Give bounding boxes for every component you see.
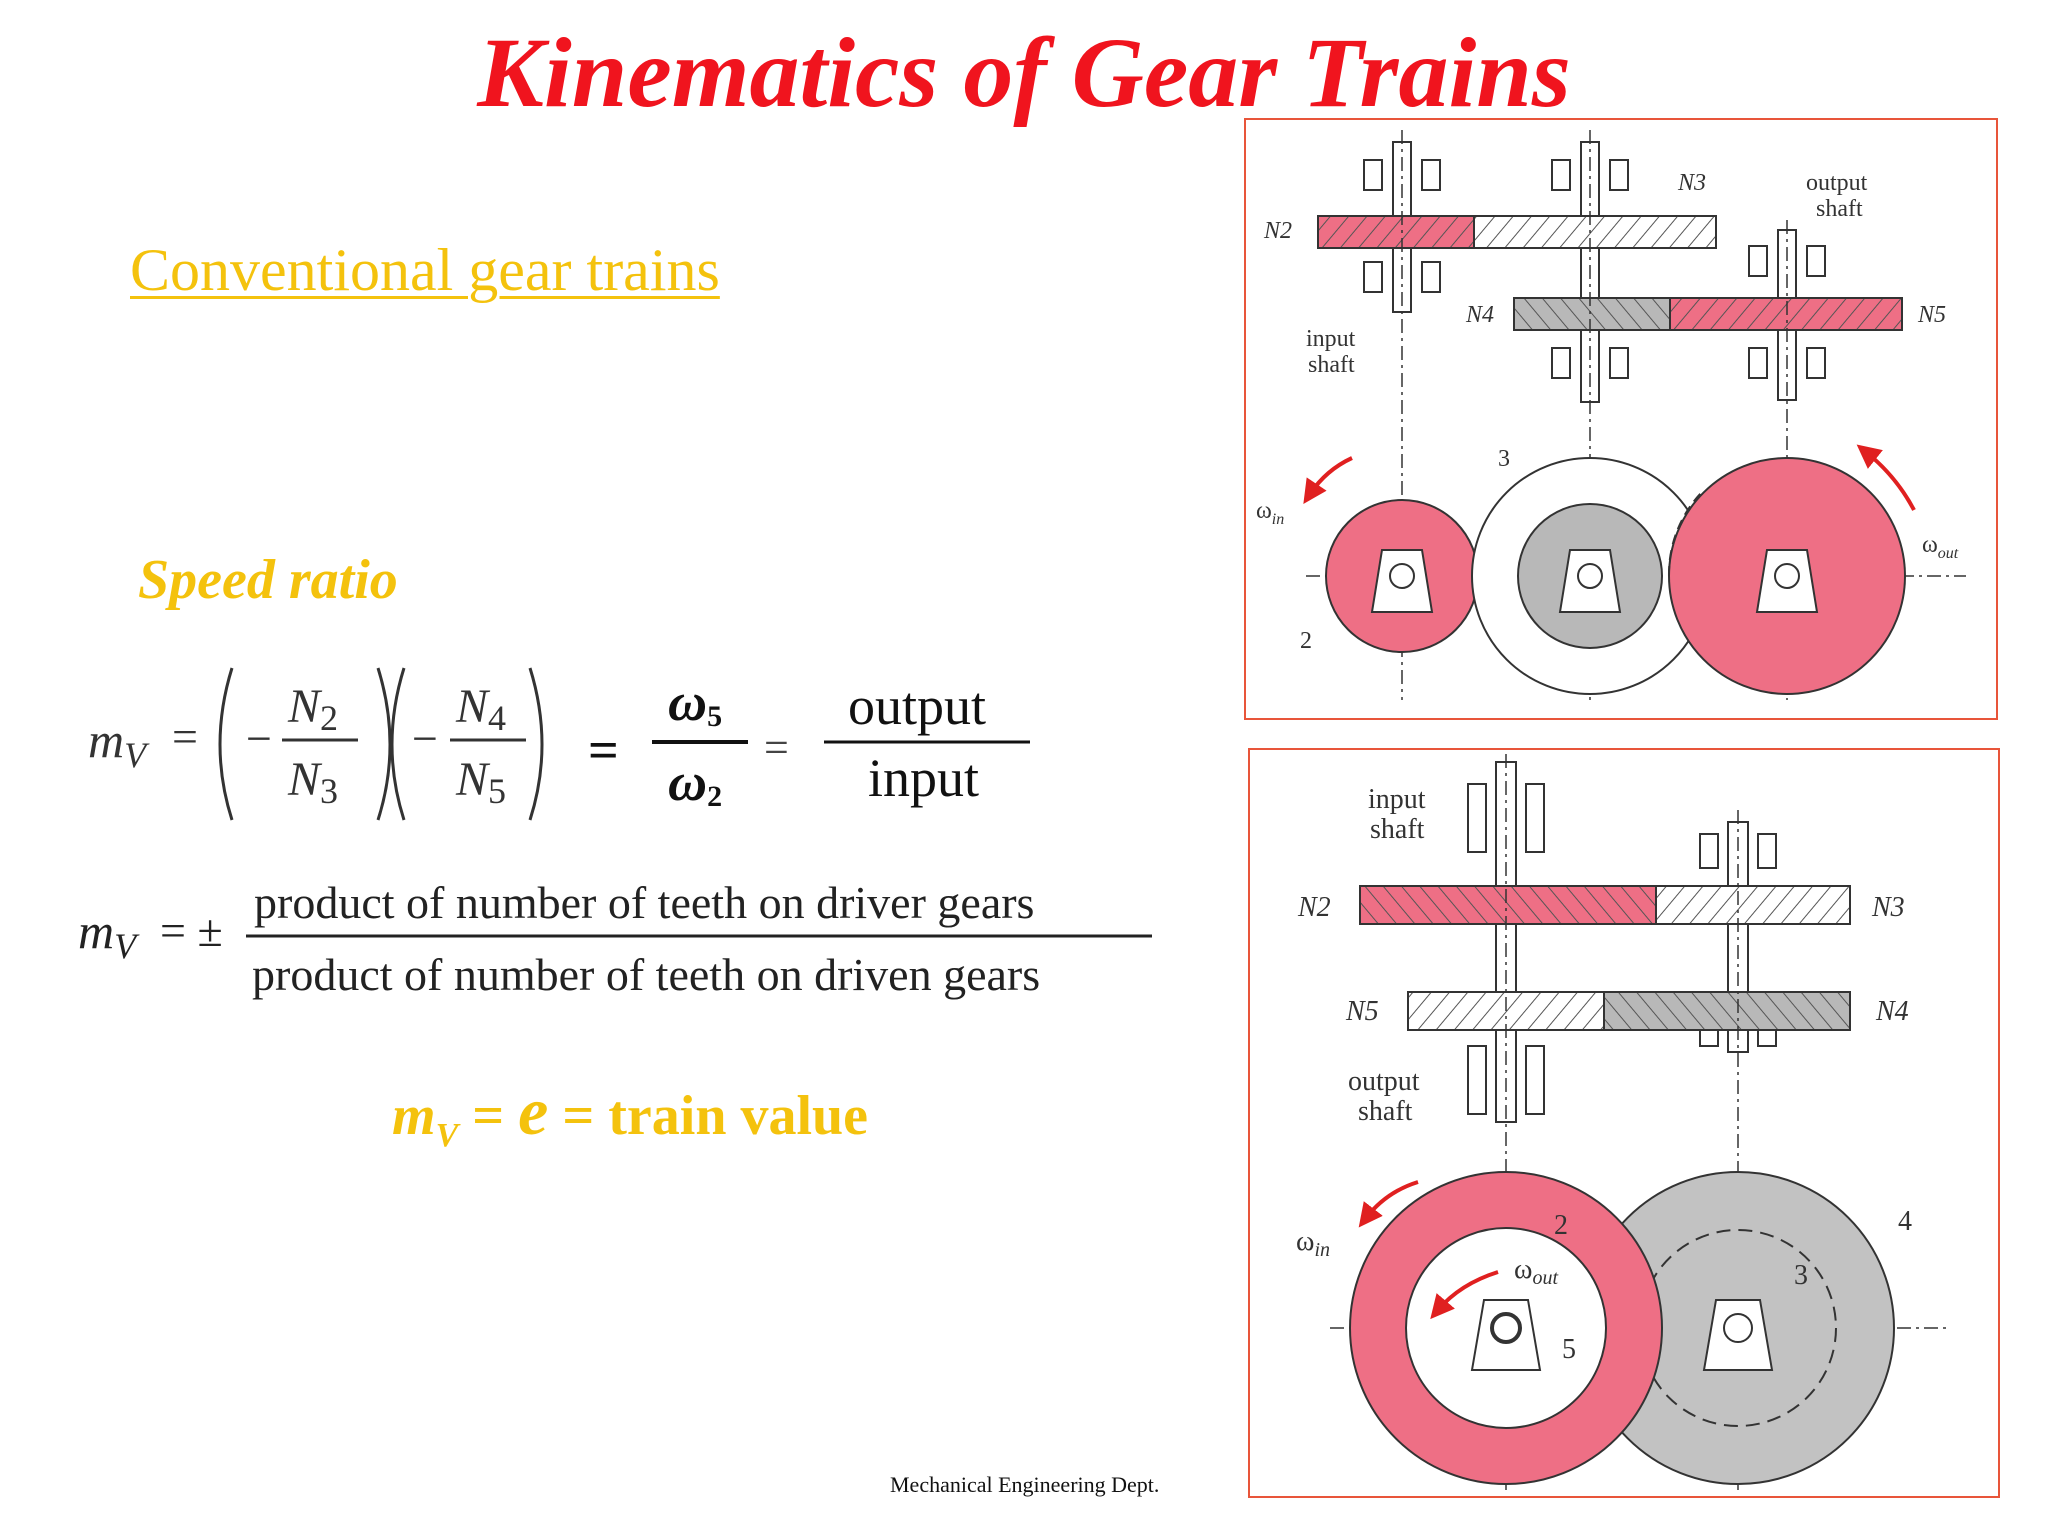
eq1-n2-sub: 2	[320, 698, 338, 738]
svg-text:N4: N4	[455, 680, 506, 738]
eq1-equals-bold: =	[588, 720, 619, 780]
eq1-n3: N	[287, 753, 323, 806]
speed-ratio-heading: Speed ratio	[138, 549, 398, 611]
top-label-omega-out: ω	[1922, 532, 1938, 558]
svg-text:mV: mV	[88, 712, 150, 775]
general-speed-ratio-equation: mV = ± product of number of teeth on dri…	[78, 877, 1152, 1000]
eq2-numerator: product of number of teeth on driver gea…	[254, 877, 1034, 928]
gear-train-figure-top: N2 N3 N4 N5 output shaft input shaft 3 2…	[1244, 118, 1998, 720]
eq2-lhs-m: m	[78, 903, 114, 959]
eq1-lhs-m: m	[88, 712, 124, 768]
speed-ratio-equation: mV = − N2 N3 − N4 N5 = ω5 ω2 = output in…	[88, 667, 1030, 821]
bottom-label-gear3: 3	[1794, 1260, 1808, 1291]
top-label-n4: N4	[1465, 302, 1494, 328]
bottom-label-n2: N2	[1297, 892, 1331, 923]
gear-train-diagram-top: N2 N3 N4 N5 output shaft input shaft 3 2…	[1256, 130, 1966, 700]
top-label-output-2: shaft	[1816, 196, 1863, 222]
svg-text:ω5: ω5	[668, 672, 722, 733]
svg-text:ωout: ωout	[1514, 1254, 1558, 1289]
bottom-label-omega-out: ω	[1514, 1254, 1532, 1285]
train-value-e: e	[518, 1073, 549, 1149]
svg-text:ωout: ωout	[1922, 532, 1959, 562]
svg-text:mV: mV	[78, 903, 140, 966]
eq1-n4: N	[455, 680, 491, 733]
top-label-omega-in: ω	[1256, 498, 1272, 524]
bottom-label-n4: N4	[1875, 996, 1909, 1027]
eq1-n2: N	[287, 680, 323, 733]
train-value-eq: =	[458, 1085, 519, 1147]
train-value-statement: mV = e = train value	[392, 1072, 868, 1155]
eq1-lhs-sub: V	[124, 735, 150, 775]
bottom-label-input-1: input	[1368, 784, 1426, 815]
section-subtitle: Conventional gear trains	[130, 237, 720, 303]
slide-title: Kinematics of Gear Trains	[477, 17, 1571, 128]
bottom-label-gear2: 2	[1554, 1210, 1568, 1241]
top-label-omega-in-sub: in	[1272, 511, 1284, 528]
bottom-label-gear4: 4	[1898, 1206, 1912, 1237]
bottom-label-output-1: output	[1348, 1066, 1420, 1097]
footer-dept: Mechanical Engineering Dept.	[890, 1472, 1160, 1497]
svg-text:N3: N3	[287, 753, 338, 811]
eq1-equals: =	[172, 711, 198, 762]
eq1-omega2-sub: 2	[707, 780, 722, 813]
eq1-input: input	[868, 748, 979, 808]
svg-text:ωin: ωin	[1256, 498, 1284, 528]
eq1-n5-sub: 5	[488, 771, 506, 811]
eq1-n3-sub: 3	[320, 771, 338, 811]
eq1-omega5: ω	[668, 672, 707, 732]
bottom-label-output-2: shaft	[1358, 1096, 1413, 1127]
train-value-m: m	[392, 1085, 436, 1147]
top-label-n3: N3	[1677, 170, 1706, 196]
eq2-lhs-sub: V	[114, 926, 140, 966]
eq2-denominator: product of number of teeth on driven gea…	[252, 949, 1040, 1000]
eq1-omega5-sub: 5	[707, 700, 722, 733]
svg-text:N5: N5	[455, 753, 506, 811]
eq1-n5: N	[455, 753, 491, 806]
svg-text:ωin: ωin	[1296, 1226, 1330, 1261]
eq1-equals-2: =	[764, 723, 789, 772]
top-label-output-1: output	[1806, 170, 1868, 196]
eq1-minus-2: −	[412, 713, 438, 764]
gear-train-diagram-bottom: input shaft N2 N3 N5 N4 output shaft ωin…	[1296, 754, 1950, 1490]
eq2-equals-pm: = ±	[160, 905, 223, 956]
bottom-label-omega-in: ω	[1296, 1226, 1314, 1257]
top-label-gear2: 2	[1300, 628, 1312, 654]
top-label-omega-out-sub: out	[1938, 545, 1959, 562]
top-label-n2: N2	[1263, 218, 1292, 244]
eq1-omega2: ω	[668, 752, 707, 812]
train-value-rest: = train value	[548, 1085, 869, 1147]
top-label-n5: N5	[1917, 302, 1946, 328]
eq1-n4-sub: 4	[488, 698, 506, 738]
eq1-minus-1: −	[246, 713, 272, 764]
bottom-label-n5: N5	[1345, 996, 1379, 1027]
gear-train-figure-bottom: input shaft N2 N3 N5 N4 output shaft ωin…	[1248, 748, 2000, 1498]
bottom-label-gear5: 5	[1562, 1334, 1576, 1365]
top-label-input-2: shaft	[1308, 352, 1355, 378]
train-value-sub: V	[435, 1117, 459, 1155]
svg-text:N2: N2	[287, 680, 338, 738]
top-label-input-1: input	[1306, 326, 1356, 352]
bottom-label-omega-in-sub: in	[1314, 1239, 1330, 1261]
eq1-output: output	[848, 676, 986, 736]
bottom-label-n3: N3	[1871, 892, 1905, 923]
bottom-label-omega-out-sub: out	[1532, 1267, 1558, 1289]
bottom-label-input-2: shaft	[1370, 814, 1425, 845]
svg-text:ω2: ω2	[668, 752, 722, 813]
top-label-gear3: 3	[1498, 446, 1510, 472]
